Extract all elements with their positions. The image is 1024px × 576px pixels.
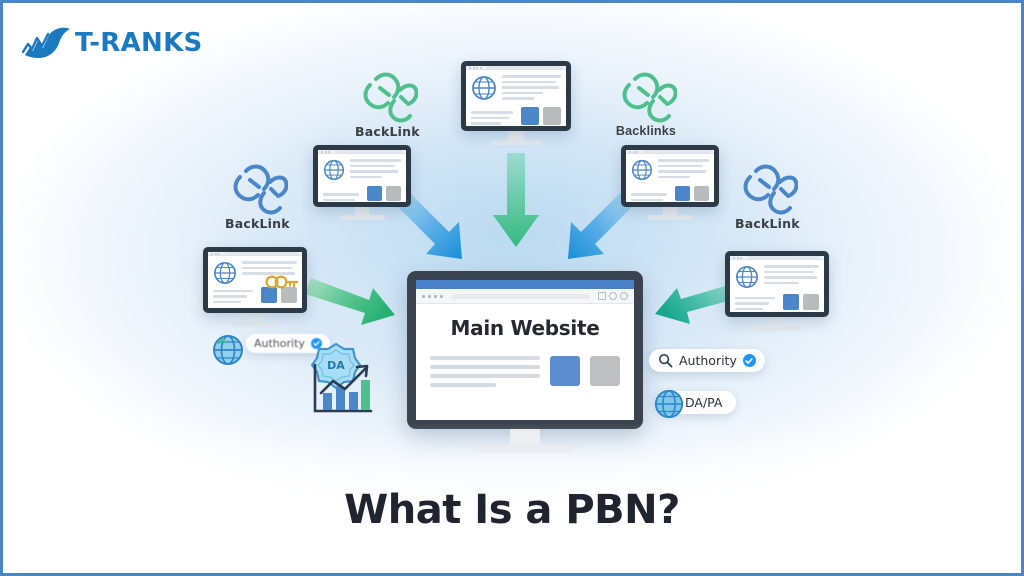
monitor-screen bbox=[461, 61, 571, 131]
content-block-secondary bbox=[590, 356, 620, 386]
page-title: What Is a PBN? bbox=[344, 487, 680, 533]
backlink-node-mid-left: BackLink bbox=[225, 163, 290, 231]
globe-icon-left-badge bbox=[211, 333, 245, 367]
verified-check-icon bbox=[310, 338, 322, 349]
backlink-node-top-left: BackLink bbox=[355, 71, 420, 139]
monitor-screen bbox=[313, 145, 411, 207]
authority-badge-left[interactable]: Authority bbox=[246, 334, 330, 353]
satellite-monitor-left[interactable] bbox=[203, 247, 307, 327]
satellite-monitor-right[interactable] bbox=[725, 251, 829, 331]
satellite-monitor-top-right[interactable] bbox=[621, 145, 719, 220]
globe-icon bbox=[323, 159, 345, 181]
satellite-monitor-top-left[interactable] bbox=[313, 145, 411, 220]
satellite-monitor-top-center[interactable] bbox=[461, 61, 571, 145]
authority-badge-right[interactable]: Authority bbox=[649, 349, 765, 372]
browser-window-icon: Main Website bbox=[407, 271, 643, 429]
monitor-screen bbox=[725, 251, 829, 317]
globe-icon-dapa bbox=[653, 388, 685, 420]
globe-icon bbox=[631, 159, 653, 181]
brand-logo-text: T-RANKS bbox=[75, 28, 203, 58]
globe-icon bbox=[213, 261, 237, 285]
bottom-fade bbox=[3, 423, 1021, 573]
monitor-screen bbox=[203, 247, 307, 313]
main-website-title: Main Website bbox=[450, 316, 600, 340]
chain-link-icon bbox=[615, 71, 677, 123]
key-icon bbox=[265, 275, 299, 289]
browser-titlebar bbox=[416, 280, 634, 289]
chain-link-icon bbox=[226, 163, 289, 215]
search-icon bbox=[658, 353, 673, 368]
monitor-screen bbox=[621, 145, 719, 207]
arrow-layer bbox=[305, 153, 743, 325]
arrow-top-left bbox=[393, 190, 462, 259]
backlink-label: BackLink bbox=[355, 124, 420, 139]
authority-badge-left-label: Authority bbox=[254, 337, 305, 350]
authority-badge-right-label: Authority bbox=[679, 353, 737, 368]
arrow-left bbox=[305, 278, 395, 325]
content-block-primary bbox=[550, 356, 580, 386]
chain-link-icon bbox=[356, 71, 419, 123]
chain-link-icon bbox=[736, 163, 799, 215]
arrow-top-right bbox=[568, 190, 637, 259]
backlink-node-top-right: Backlinks bbox=[615, 71, 677, 138]
browser-toolbar bbox=[416, 289, 634, 304]
browser-url-bar[interactable] bbox=[451, 293, 590, 299]
globe-icon bbox=[471, 75, 497, 102]
shield-badge-text: DA bbox=[327, 359, 345, 372]
backlink-label: BackLink bbox=[735, 216, 800, 231]
verified-check-icon bbox=[742, 354, 756, 367]
backlink-node-mid-right: BackLink bbox=[735, 163, 800, 231]
dapa-badge-label: DA/PA bbox=[685, 395, 723, 410]
arrow-right bbox=[655, 282, 743, 324]
rising-arrow-icon bbox=[21, 25, 73, 61]
backlink-label: BackLink bbox=[225, 216, 290, 231]
arrow-top-center bbox=[493, 153, 539, 247]
brand-logo[interactable]: T-RANKS bbox=[21, 25, 203, 61]
bar-chart-growth-icon bbox=[309, 361, 375, 417]
backlink-label: Backlinks bbox=[615, 124, 677, 138]
globe-icon bbox=[735, 265, 759, 289]
